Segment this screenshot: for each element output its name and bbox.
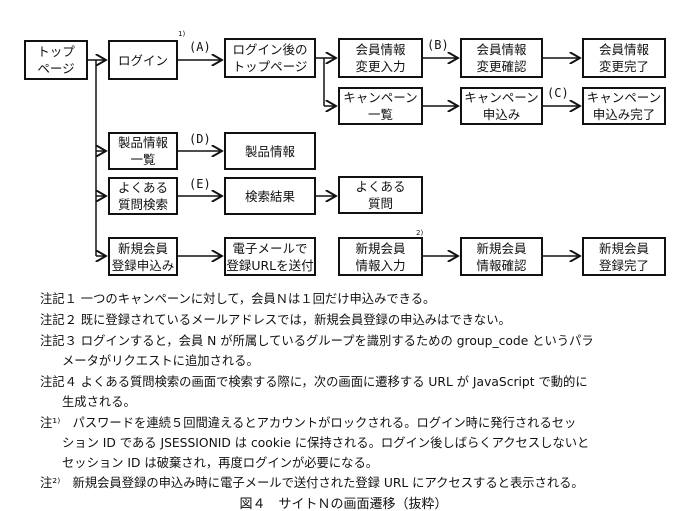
node-after-login-top: ログイン後の トップページ [224, 38, 316, 78]
node-member-confirm: 会員情報 変更確認 [460, 38, 543, 78]
node-product: 製品情報 [224, 132, 316, 170]
node-campaign-apply: キャンペーン 申込み [460, 87, 543, 125]
node-member-done: 会員情報 変更完了 [582, 38, 666, 78]
figure-caption: 図４ サイトＮの画面遷移（抜粋） [239, 497, 448, 511]
node-email-url: 電子メールで 登録URLを送付 [224, 237, 316, 276]
footnote-mark-1: 1) [178, 30, 186, 38]
note-1: 注記１ 一つのキャンペーンに対して，会員Ｎは１回だけ申込みできる。 [40, 292, 436, 306]
edge-label-b: (B) [427, 38, 449, 52]
node-signup-confirm: 新規会員 情報確認 [460, 237, 543, 276]
edge-label-a: (A) [189, 40, 211, 54]
node-top-page: トップ ページ [24, 40, 88, 80]
node-product-list: 製品情報 一覧 [108, 132, 178, 170]
note-4-cont: 生成される。 [62, 395, 136, 409]
footnote-2: 注²⁾ 新規会員登録の申込み時に電子メールで送付された登録 URL にアクセスす… [40, 476, 584, 490]
note-3: 注記３ ログインすると，会員 N が所属しているグループを識別するための gro… [40, 334, 594, 348]
edge-label-d: (D) [189, 132, 211, 146]
node-campaign-done: キャンペーン 申込み完了 [582, 87, 666, 125]
node-signup-apply: 新規会員 登録申込み [108, 237, 178, 276]
node-signup-done: 新規会員 登録完了 [582, 237, 666, 276]
footnote-mark-2: 2) [416, 229, 424, 237]
arrows [88, 0, 687, 290]
node-search-result: 検索結果 [224, 177, 316, 215]
node-faq: よくある 質問 [338, 176, 423, 214]
node-faq-search: よくある 質問検索 [108, 177, 178, 215]
node-campaign-list: キャンペーン 一覧 [338, 87, 423, 125]
footnote-1: 注¹⁾ パスワードを連続５回間違えるとアカウントがロックされる。ログイン時に発行… [40, 416, 577, 430]
footnote-1-cont2: セッション ID は破棄され，再度ログインが必要になる。 [62, 456, 379, 470]
node-signup-input: 新規会員 情報入力 [338, 237, 423, 276]
node-login: ログイン [108, 40, 178, 80]
note-2: 注記２ 既に登録されているメールアドレスでは，新規会員登録の申込みはできない。 [40, 313, 511, 327]
footnote-1-cont: ション ID である JSESSIONID は cookie に保持される。ログ… [62, 436, 590, 450]
edge-label-e: (E) [189, 177, 211, 191]
note-3-cont: メータがリクエストに追加される。 [62, 354, 259, 368]
note-4: 注記４ よくある質問検索の画面で検索する際に，次の画面に遷移する URL が J… [40, 375, 588, 389]
edge-label-c: (C) [547, 86, 569, 100]
node-member-input: 会員情報 変更入力 [338, 38, 423, 78]
